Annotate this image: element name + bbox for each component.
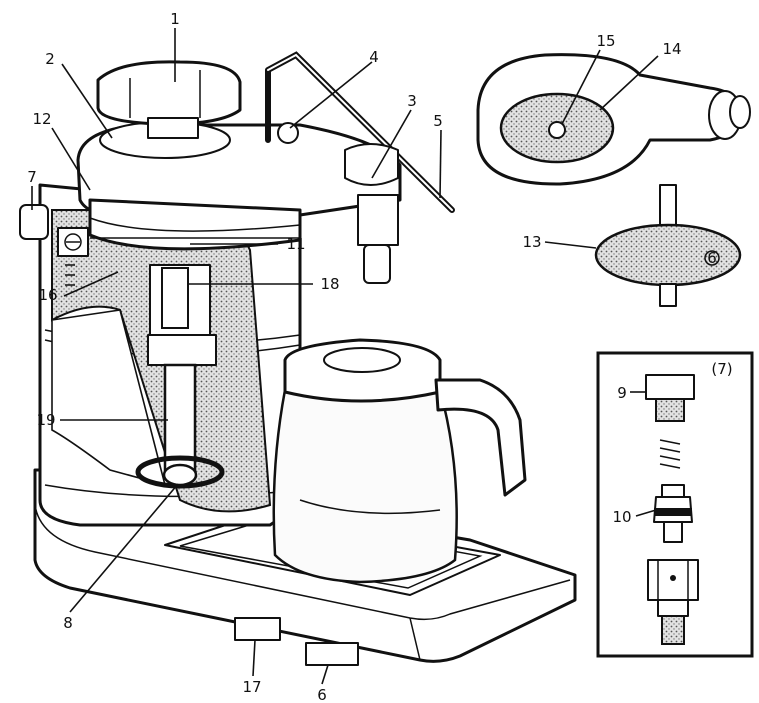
callout-6: 6 xyxy=(317,686,327,703)
callout-14: 14 xyxy=(662,40,681,58)
callout-10: 10 xyxy=(612,508,631,526)
callout-18: 18 xyxy=(320,275,339,293)
filter-holder-tube xyxy=(135,264,225,489)
carafe xyxy=(272,338,527,584)
portafilter-arm xyxy=(476,53,751,186)
callout-labels: 1 2 3 4 5 6 7 8 9 10 11 12 13 14 15 16 1… xyxy=(27,10,681,703)
valve-7-knob xyxy=(19,204,49,240)
callout-12: 12 xyxy=(32,110,51,128)
callout-7: 7 xyxy=(27,168,37,186)
callout-3: 3 xyxy=(407,92,417,110)
callout-2: 2 xyxy=(45,50,55,68)
leader-lines xyxy=(31,28,659,685)
callout-19: 19 xyxy=(36,411,55,429)
callout-4: 4 xyxy=(369,48,379,66)
switch-17 xyxy=(234,617,281,641)
callout-9: 9 xyxy=(617,384,627,402)
top-arm xyxy=(76,51,455,284)
callout-5: 5 xyxy=(433,112,443,130)
callout-15: 15 xyxy=(596,32,615,50)
callout-8: 8 xyxy=(63,614,73,632)
callout-13: 13 xyxy=(522,233,541,251)
inset-title: (7) xyxy=(711,360,732,378)
callout-16: 16 xyxy=(38,286,57,304)
switch-6 xyxy=(305,642,359,666)
disc-marking: 6 xyxy=(707,249,717,267)
callout-17: 17 xyxy=(242,678,261,696)
callout-1: 1 xyxy=(170,10,180,28)
filter-disc: 6 xyxy=(594,184,742,307)
callout-11: 11 xyxy=(286,235,305,253)
valve-inset: (7) xyxy=(596,351,754,658)
